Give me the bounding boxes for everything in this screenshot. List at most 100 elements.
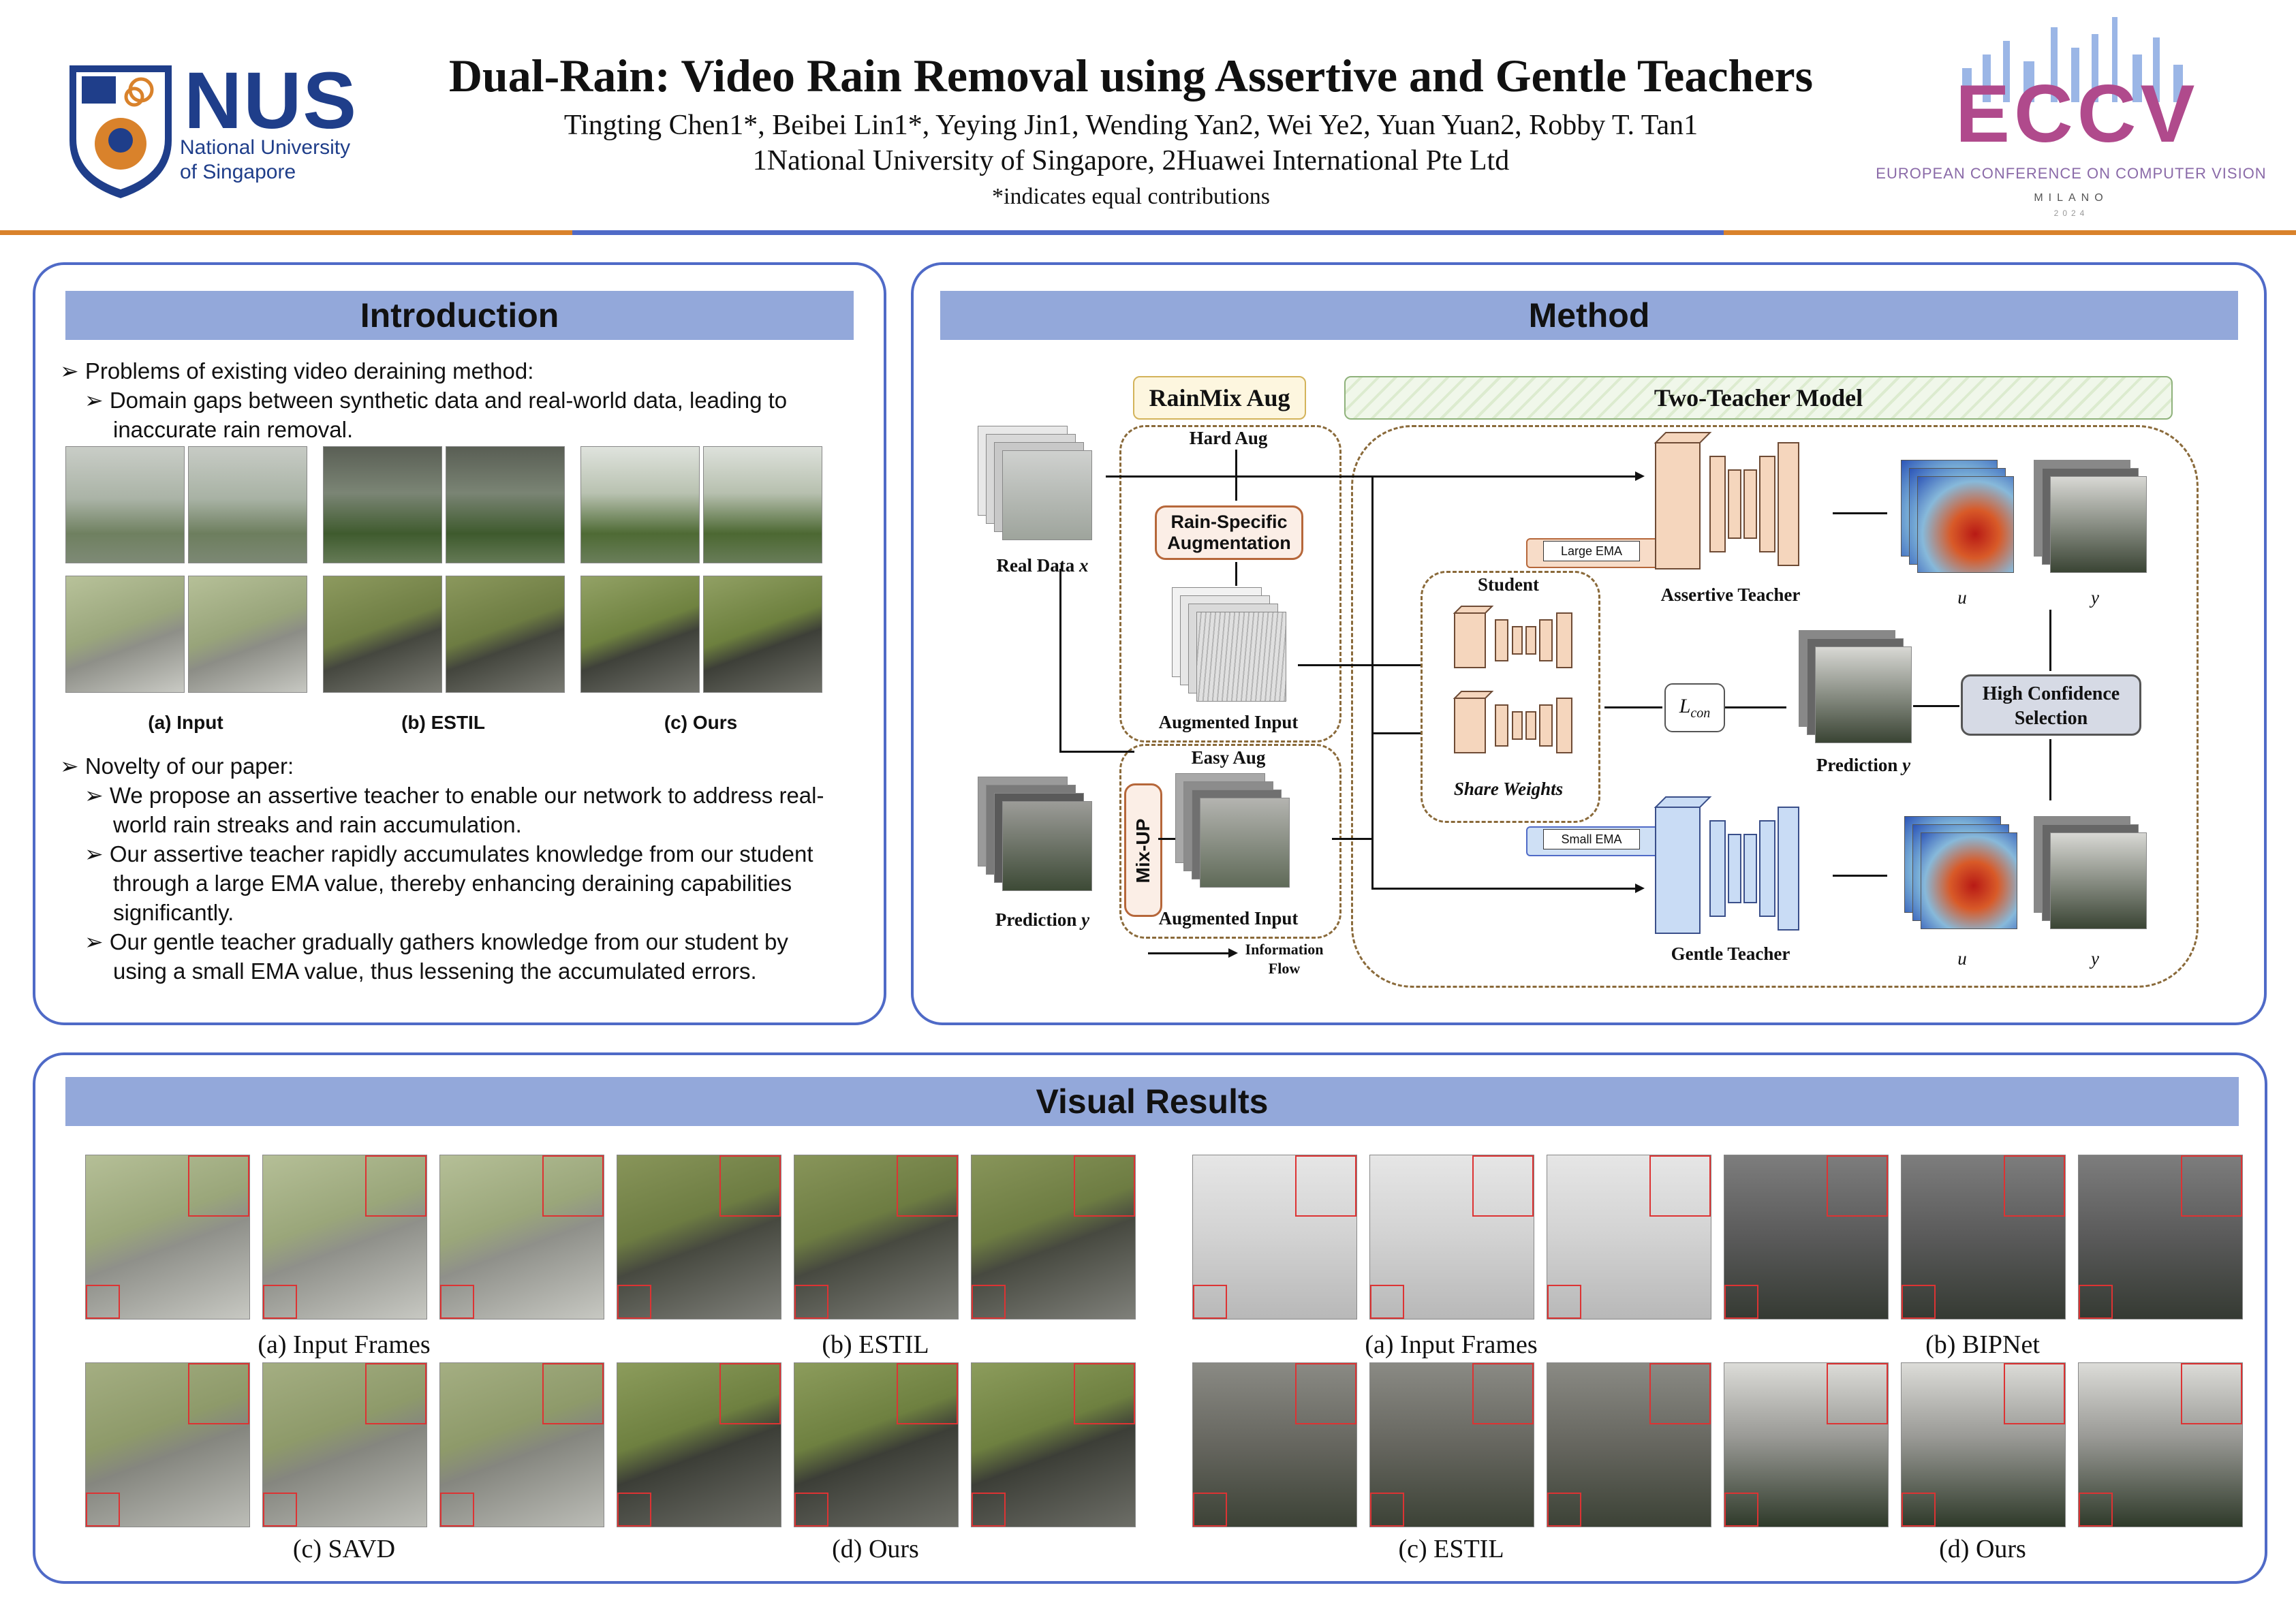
nus-subtitle-2: of Singapore: [180, 161, 296, 183]
flow-arrowhead: [1635, 884, 1645, 893]
flow-vertical-bus: [1371, 475, 1374, 890]
zoom-inset-box: [365, 1363, 426, 1424]
result-building-bipnet-2: [1901, 1155, 2066, 1320]
high-confidence-text-1: High Confidence: [1982, 683, 2120, 704]
visual-results-title: Visual Results: [65, 1077, 2239, 1126]
zoom-region-box: [1193, 1493, 1227, 1527]
problem-1-line1: Domain gaps between synthetic data and r…: [109, 388, 788, 413]
flow-hard-down: [1235, 450, 1237, 501]
zoom-region-box: [617, 1493, 651, 1527]
right-caption-ours: (d) Ours: [1939, 1535, 2026, 1563]
flow-rs-down: [1235, 562, 1237, 586]
flow-aug1-to-student: [1298, 664, 1421, 666]
augmented-input-1-label: Augmented Input: [1158, 712, 1299, 732]
flow-assertive-to-heatmap: [1833, 512, 1887, 514]
flow-arrowhead: [1635, 471, 1645, 481]
affiliations: 1National University of Singapore, 2Huaw…: [752, 145, 1510, 176]
eccv-year: 2024: [2053, 208, 2089, 218]
result-building-estil-3: [1547, 1362, 1711, 1527]
intro-image-ours-2a: [580, 576, 700, 693]
result-building-ours-3: [2078, 1362, 2243, 1527]
result-road-savd-1: [85, 1362, 250, 1527]
result-building-input-3: [1547, 1155, 1711, 1320]
assertive-teacher-network-icon: [1654, 432, 1799, 569]
info-flow-legend-line: [1148, 952, 1230, 954]
eccv-city: MILANO: [2034, 192, 2109, 204]
eccv-logo: ECCV EUROPEAN CONFERENCE ON COMPUTER VIS…: [1867, 14, 2276, 232]
right-caption-bipnet: (b) BIPNet: [1925, 1330, 2040, 1359]
intro-caption-input: (a) Input: [148, 712, 223, 733]
header-rule-middle: [572, 230, 1724, 235]
augmented-hard-frames: [1172, 587, 1294, 703]
method-title: Method: [940, 291, 2238, 340]
prediction-right-text: Prediction: [1816, 755, 1898, 775]
result-building-estil-2: [1369, 1362, 1534, 1527]
intro-image-input-2b: [188, 576, 307, 693]
uncertainty-assertive-maps: [1901, 460, 2023, 576]
high-confidence-text-2: Selection: [2014, 708, 2088, 729]
intro-image-estil-1a: [323, 446, 442, 563]
zoom-inset-box: [897, 1363, 958, 1424]
easy-aug-group: [1119, 744, 1341, 939]
zoom-region-box: [794, 1493, 828, 1527]
zoom-region-box: [440, 1493, 474, 1527]
novelty-3-line2: using a small EMA value, thus lessening …: [113, 958, 757, 984]
result-road-ours-3: [971, 1362, 1136, 1527]
nus-logo: NUS National University of Singapore: [63, 56, 362, 202]
novelty-2-line2: through a large EMA value, thereby enhan…: [113, 871, 792, 896]
hard-aug-label: Hard Aug: [1189, 428, 1268, 448]
mixup-label: Mix-UP: [1132, 818, 1153, 884]
zoom-region-box: [1370, 1493, 1404, 1527]
zoom-inset-box: [1827, 1155, 1888, 1217]
zoom-inset-box: [365, 1155, 426, 1217]
zoom-inset-box: [542, 1363, 604, 1424]
poster-title: Dual-Rain: Video Rain Removal using Asse…: [448, 50, 1814, 102]
student-group: [1421, 571, 1600, 823]
two-teacher-label: Two-Teacher Model: [1344, 376, 2173, 420]
zoom-region-box: [1193, 1285, 1227, 1319]
zoom-region-box: [86, 1493, 120, 1527]
novelty-1-line2: world rain streaks and rain accumulation…: [113, 812, 522, 837]
zoom-inset-box: [1295, 1363, 1356, 1424]
intro-image-input-2a: [65, 576, 185, 693]
augmented-input-2-label: Augmented Input: [1158, 908, 1299, 928]
intro-image-ours-1a: [580, 446, 700, 563]
result-road-estil-1: [617, 1155, 781, 1320]
real-data-label: Real Data x: [967, 555, 1117, 576]
flow-ytg-to-selection: [2049, 739, 2051, 800]
high-confidence-selection: High Confidence Selection: [1961, 674, 2141, 736]
intro-image-estil-2b: [446, 576, 565, 693]
novelty-heading-text: Novelty of our paper:: [84, 753, 294, 779]
novelty-1: ➢ We propose an assertive teacher to ena…: [84, 781, 875, 839]
loss-symbol: L: [1679, 695, 1691, 717]
zoom-region-box: [440, 1285, 474, 1319]
result-road-savd-3: [439, 1362, 604, 1527]
two-teacher-group: [1351, 425, 2199, 988]
arrow-bullet-icon: ➢: [84, 929, 104, 954]
arrow-bullet-icon: ➢: [84, 388, 104, 413]
share-weights-label: Share Weights: [1453, 779, 1564, 799]
novelty-1-line1: We propose an assertive teacher to enabl…: [109, 783, 824, 808]
zoom-region-box: [1724, 1493, 1758, 1527]
loss-con-box: Lcon: [1664, 683, 1725, 732]
large-ema-label: Large EMA: [1543, 541, 1640, 561]
flow-mixup-to-easy: [1158, 838, 1175, 840]
u-tg-symbol: u: [1957, 948, 1967, 969]
loss-subscript: con: [1690, 706, 1711, 721]
left-caption-input: (a) Input Frames: [258, 1330, 431, 1359]
novelty-3: ➢ Our gentle teacher gradually gathers k…: [84, 927, 875, 986]
intro-image-ours-2b: [703, 576, 822, 693]
zoom-region-box: [86, 1285, 120, 1319]
easy-aug-label: Easy Aug: [1191, 747, 1266, 768]
u-ta-symbol: u: [1957, 587, 1967, 608]
right-caption-input: (a) Input Frames: [1365, 1330, 1538, 1359]
intro-image-ours-1b: [703, 446, 822, 563]
gentle-teacher-label: Gentle Teacher: [1671, 943, 1790, 964]
visual-left-grid: (a) Input Frames (b) ESTIL (c) SAVD (d) …: [82, 1155, 1145, 1563]
flow-bus-to-gentle: [1371, 888, 1637, 890]
student-network-shared-icon: [1453, 691, 1572, 753]
result-road-savd-2: [262, 1362, 427, 1527]
novelty-2-line3: significantly.: [113, 900, 234, 925]
eccv-subtitle: EUROPEAN CONFERENCE ON COMPUTER VISION: [1876, 165, 2267, 182]
real-data-text: Real Data: [996, 555, 1075, 576]
